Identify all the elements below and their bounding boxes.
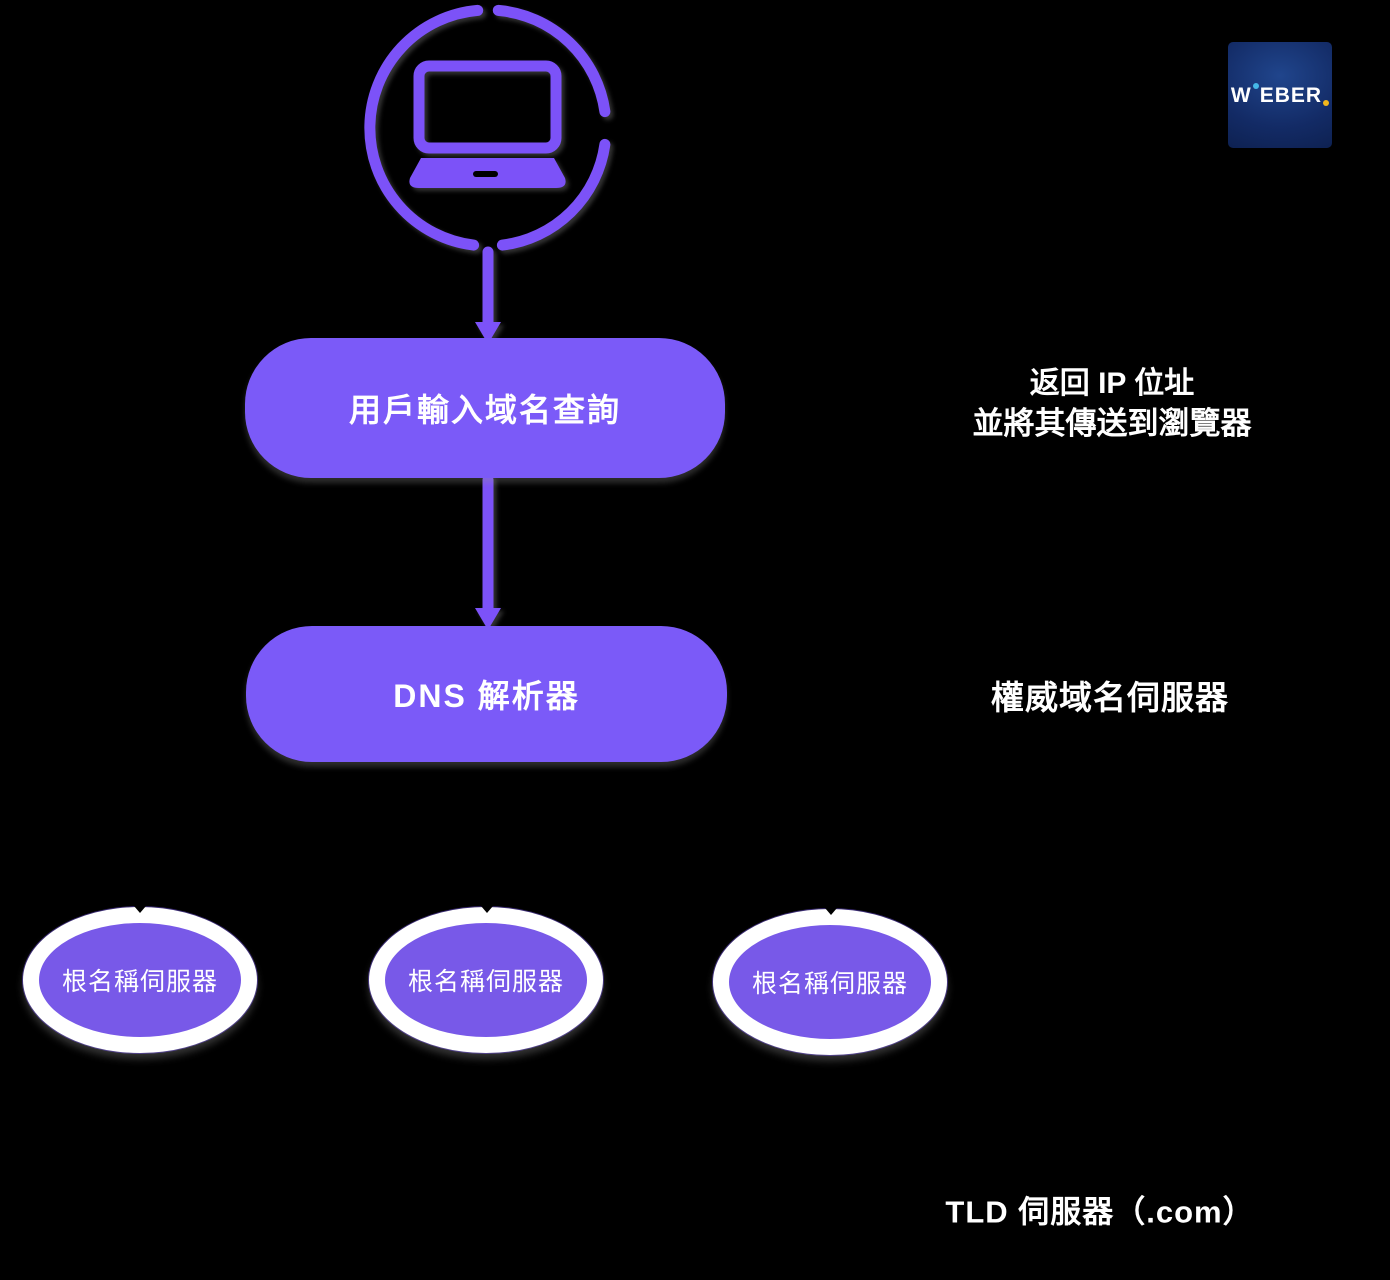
arrowhead-to-root-2 (475, 899, 499, 913)
device-circle (364, 4, 611, 251)
return-ip-line2: 並將其傳送到瀏覽器 (972, 406, 1252, 441)
annotation-authoritative-server: 權威域名伺服器 (991, 679, 1229, 716)
arrow-step1-to-step2 (475, 474, 501, 630)
annotation-tld-server: TLD 伺服器（.com） (945, 1194, 1255, 1230)
root-server-ellipse-1: 根名稱伺服器 (23, 907, 257, 1053)
laptop-icon (409, 60, 566, 188)
weber-logo-text: W EBER (1230, 83, 1330, 107)
logo-letter-w: W (1230, 83, 1252, 107)
logo-cyan-dot-icon (1252, 83, 1259, 89)
logo-yellow-dot-icon (1323, 100, 1330, 106)
step1-label: 用戶輸入域名查詢 (348, 392, 621, 428)
logo-letters-eber: EBER (1259, 83, 1323, 107)
root-server-ellipse-2: 根名稱伺服器 (369, 907, 603, 1053)
annotation-return-ip: 返回 IP 位址 並將其傳送到瀏覽器 (973, 364, 1252, 444)
step1-user-query-box: 用戶輸入域名查詢 (245, 338, 725, 478)
arrow-device-to-step1 (475, 246, 501, 344)
step2-label: DNS 解析器 (393, 678, 580, 714)
root-server-label-2: 根名稱伺服器 (407, 968, 564, 996)
root-server-label-3: 根名稱伺服器 (751, 970, 908, 998)
root-server-ellipse-3: 根名稱伺服器 (713, 909, 947, 1055)
root-server-label-1: 根名稱伺服器 (61, 968, 218, 996)
weber-logo: W EBER (1228, 42, 1332, 148)
return-ip-line1: 返回 IP 位址 (1029, 367, 1195, 400)
arrowhead-to-root-1 (128, 899, 152, 913)
arrowhead-to-root-3 (819, 901, 843, 915)
step2-dns-resolver-box: DNS 解析器 (246, 626, 727, 762)
